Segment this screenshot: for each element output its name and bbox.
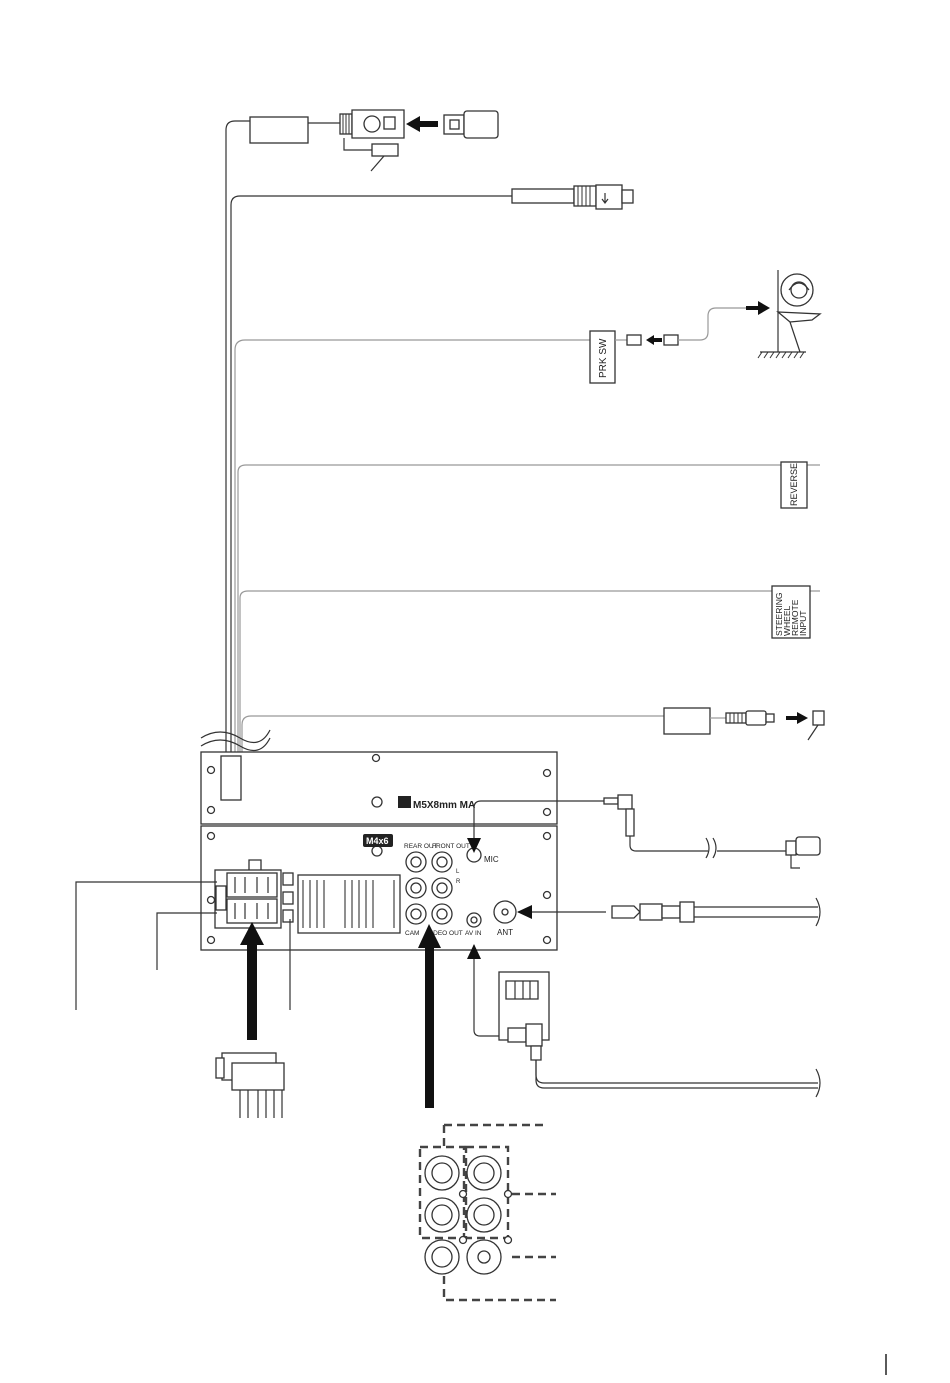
right-channel-label: R [456,879,461,885]
arrow-up-icon [240,922,264,1040]
screw-symbol-icon [398,796,411,808]
av-in-cable [467,944,820,1097]
chassis-top-panel [201,752,557,824]
arrow-right-icon [646,335,662,345]
head-unit-chassis: M5X8mm MA M4x6 [201,752,557,950]
reverse-branch: REVERSE [781,462,807,508]
usb-cable-branch [250,110,498,171]
main-cable-bundle [201,121,820,765]
microphone-icon [786,837,820,868]
cam-label: CAM [405,930,419,937]
connector-plug-two [512,185,633,209]
usb-device [464,111,498,138]
antenna-cable [517,898,820,926]
mic-label: MIC [484,855,499,864]
screw-spec-label: M5X8mm MA [413,800,475,811]
steering-label-line4: INPUT [798,611,808,637]
arrow-up-icon [418,924,441,1108]
usb-filter-box [250,117,308,143]
ant-label: ANT [497,928,513,937]
terminal-cap [813,711,824,725]
av-plug-detail-icon [506,981,538,999]
filter-box [664,708,710,734]
iso-connector-block [215,860,293,928]
arrow-right-icon [786,712,808,724]
cable-grommet [221,756,241,800]
antenna-control-branch [664,708,824,740]
arrow-left-icon [406,116,438,132]
prk-sw-label: PRK SW [598,338,609,378]
heat-sink [298,875,400,933]
iso-harness-plug [216,922,284,1118]
steering-remote-branch: STEERING WHEEL REMOTE INPUT [772,586,810,638]
rca-detail-view [420,1125,556,1300]
front-out-label: FRONT OUT [432,843,470,850]
parking-brake-branch: PRK SW [590,270,820,383]
parking-brake-switch-icon [758,270,820,358]
m4x6-label: M4x6 [366,836,389,846]
reverse-label: REVERSE [789,463,799,506]
arrow-right-icon [746,301,770,315]
usb-cap [372,144,398,156]
av-in-label: AV IN [465,930,482,937]
